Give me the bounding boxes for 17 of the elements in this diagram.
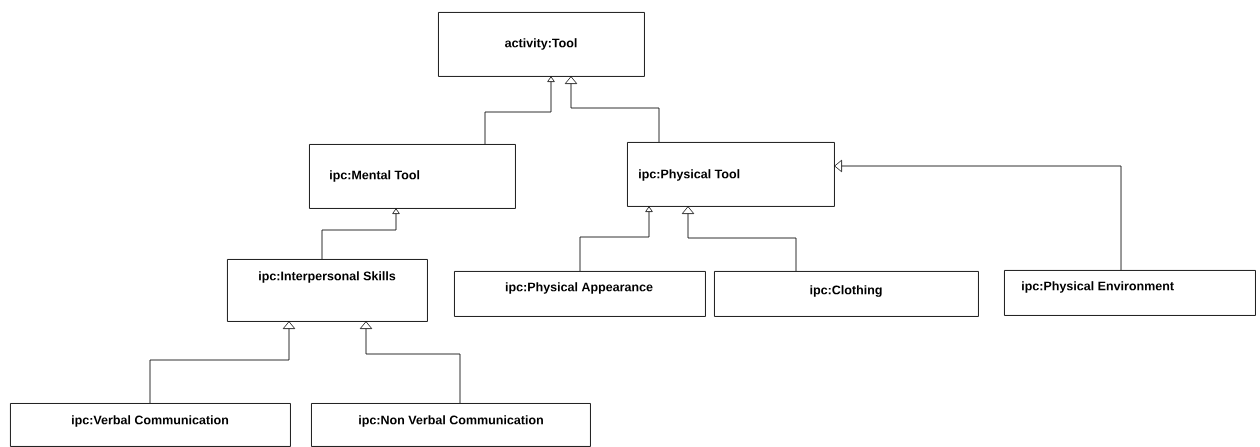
generalization-arrow xyxy=(484,76,555,145)
class-box: ipc:Physical Environment xyxy=(1004,270,1256,316)
class-box: activity:Tool xyxy=(438,12,645,77)
class-box: ipc:Mental Tool xyxy=(309,144,516,209)
generalization-arrow xyxy=(579,206,653,272)
class-box: ipc:Clothing xyxy=(714,271,979,317)
class-box: ipc:Physical Appearance xyxy=(454,271,706,317)
generalization-arrow xyxy=(564,76,660,143)
class-box: ipc:Non Verbal Communication xyxy=(311,403,591,447)
generalization-arrow xyxy=(321,208,400,260)
generalization-arrow xyxy=(681,206,797,272)
class-box: ipc:Interpersonal Skills xyxy=(227,259,428,322)
generalization-arrow xyxy=(834,159,1122,271)
class-box: ipc:Verbal Communication xyxy=(10,403,291,447)
generalization-arrow xyxy=(149,321,296,404)
class-box: ipc:Physical Tool xyxy=(627,142,835,207)
generalization-arrow xyxy=(359,321,461,404)
